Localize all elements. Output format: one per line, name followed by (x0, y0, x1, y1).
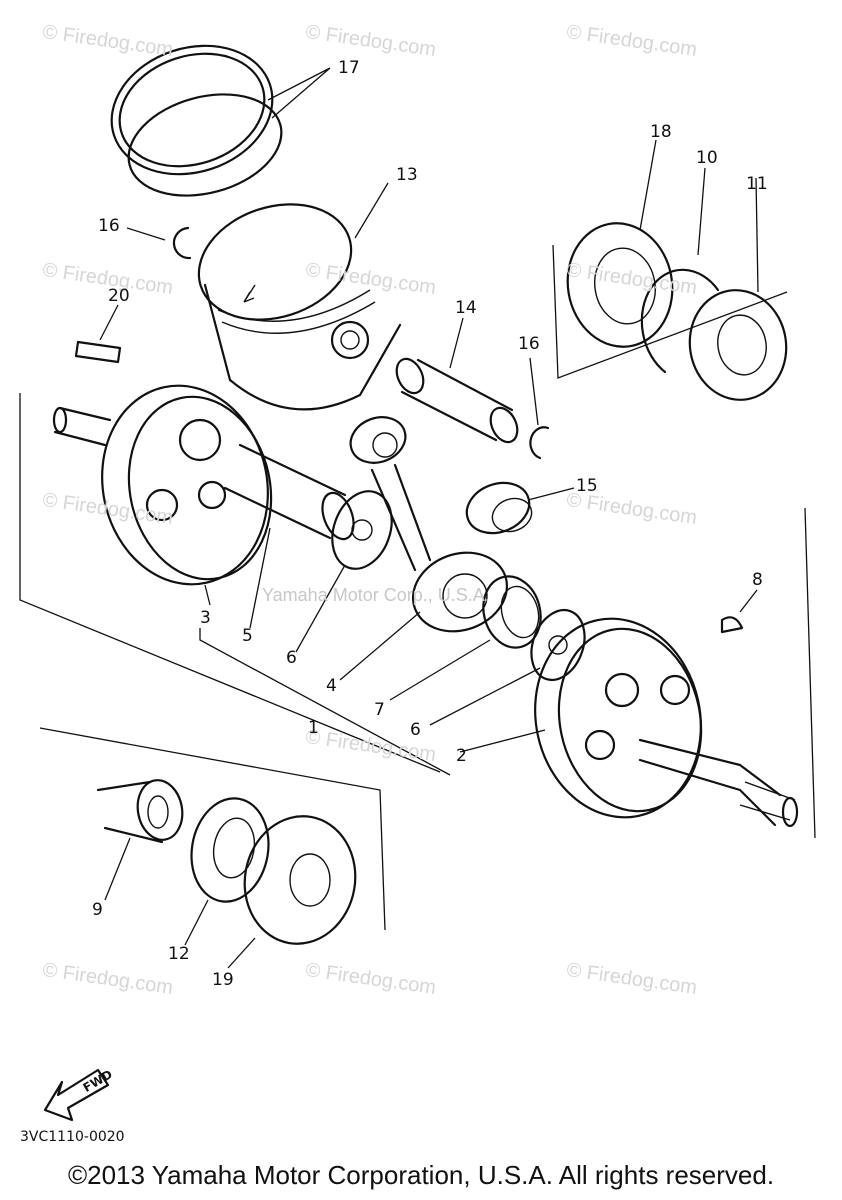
callout-3: 3 (200, 608, 211, 628)
bearing-left (243, 815, 357, 945)
callout-7: 7 (374, 700, 385, 720)
leader-lines (99, 67, 759, 969)
callout-11: 11 (746, 174, 768, 194)
bearing-bracket-left (39, 727, 386, 931)
callout-13: 13 (396, 165, 418, 185)
woodruff-key (720, 616, 744, 634)
callout-10: 10 (696, 148, 718, 168)
callout-12: 12 (168, 944, 190, 964)
diagram-code: 3VC1110-0020 (20, 1129, 125, 1145)
callout-14: 14 (455, 298, 477, 318)
piston-pin (395, 357, 519, 444)
circlip-right (529, 426, 550, 460)
big-end-bearing (482, 575, 542, 649)
piston (197, 203, 402, 411)
callout-6: 6 (286, 648, 297, 668)
callout-5: 5 (242, 626, 253, 646)
fwd-arrow-icon (43, 1068, 110, 1122)
connecting-rod (349, 416, 509, 633)
callout-20: 20 (108, 286, 130, 306)
callout-4: 4 (326, 676, 337, 696)
bearing-right (566, 222, 674, 348)
assembly-baseline (199, 628, 451, 776)
left-crank-wheel (52, 384, 273, 586)
crank-pin (223, 443, 355, 541)
spacer (96, 779, 184, 844)
crankshaft-bracket (19, 393, 816, 839)
callout-16: 16 (98, 216, 120, 236)
callout-8: 8 (752, 570, 763, 590)
circlip-bearing (640, 268, 720, 374)
small-end-bearing (465, 481, 533, 535)
callout-18: 18 (650, 122, 672, 142)
thrust-washer-left (331, 490, 393, 570)
callout-16: 16 (518, 334, 540, 354)
callout-9: 9 (92, 900, 103, 920)
copyright-notice: ©2013 Yamaha Motor Corporation, U.S.A. A… (67, 1160, 775, 1190)
callout-15: 15 (576, 476, 598, 496)
key (74, 340, 122, 364)
circlip-left (172, 226, 192, 260)
oil-seal-right (688, 289, 788, 401)
callout-1: 1 (308, 718, 319, 738)
callout-2: 2 (456, 746, 467, 766)
bearing-bracket-right (552, 244, 788, 379)
callout-19: 19 (212, 970, 234, 990)
callout-6: 6 (410, 720, 421, 740)
piston-rings (110, 44, 283, 197)
callout-17: 17 (338, 58, 360, 78)
oil-seal-left (190, 797, 270, 903)
watermark-center: Yamaha Motor Corp., U.S.A. (262, 585, 490, 605)
right-crank-wheel (534, 617, 799, 828)
